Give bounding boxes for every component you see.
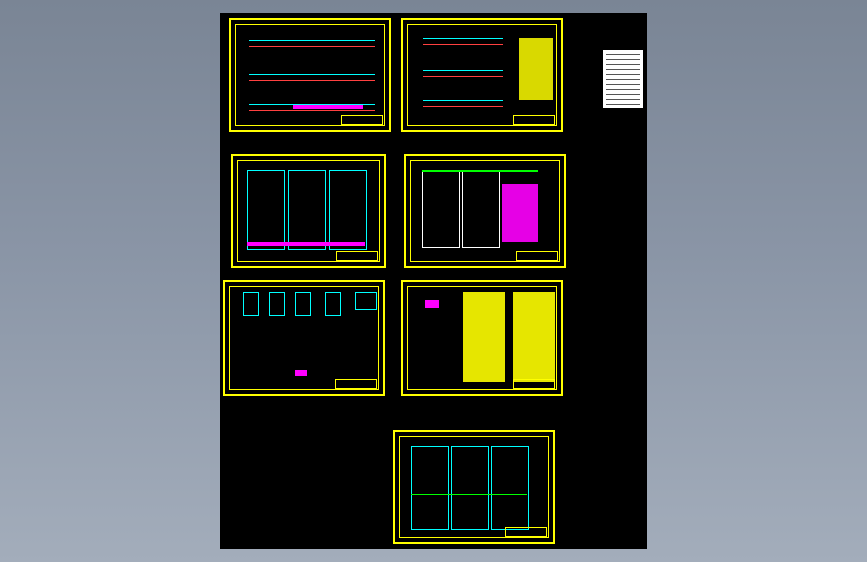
rebar-line — [422, 170, 538, 172]
schedule-table — [519, 38, 553, 100]
title-block — [513, 379, 555, 389]
legend-row — [606, 70, 640, 75]
schedule-table — [513, 292, 555, 382]
legend-row — [606, 60, 640, 65]
sheet-border — [229, 286, 379, 390]
legend-row — [606, 75, 640, 80]
section-detail-highlight — [425, 300, 439, 308]
drawing-sheet-rebar-schedule[interactable] — [401, 280, 563, 396]
drawing-sheet-beam-elevations[interactable] — [229, 18, 391, 132]
highlight-hatch — [247, 242, 365, 246]
drawing-sheet-beam-elevations-with-table[interactable] — [401, 18, 563, 132]
section-detail — [269, 292, 285, 316]
plan-cell — [422, 170, 460, 248]
sheet-border — [235, 24, 385, 126]
beam-elevation — [423, 38, 503, 45]
legend-row — [606, 65, 640, 70]
beam-elevation — [249, 40, 375, 47]
section-detail — [355, 292, 377, 310]
beam-elevation — [423, 100, 503, 107]
drawing-sheet-pool-plan[interactable] — [231, 154, 386, 268]
sheet-border — [399, 436, 549, 538]
table-legend-icon[interactable] — [602, 49, 644, 109]
section-detail — [243, 292, 259, 316]
wall-panel — [451, 446, 489, 530]
sheet-border — [237, 160, 380, 262]
section-detail — [325, 292, 341, 316]
legend-row — [606, 80, 640, 85]
sheet-border — [407, 286, 557, 390]
title-block — [513, 115, 555, 125]
plan-cell — [247, 170, 285, 250]
legend-row — [606, 100, 640, 105]
legend-row — [606, 85, 640, 90]
plan-cell — [462, 170, 500, 248]
drawing-canvas[interactable] — [220, 13, 647, 549]
plan-cell — [329, 170, 367, 250]
title-block — [341, 115, 383, 125]
title-block — [505, 527, 547, 537]
legend-row — [606, 90, 640, 95]
beam-elevation — [249, 104, 375, 111]
drawing-sheet-wall-elevation[interactable] — [393, 430, 555, 544]
drawing-sheet-pool-plan-reinforcement[interactable] — [404, 154, 566, 268]
title-block — [516, 251, 558, 261]
schedule-table — [463, 292, 505, 382]
rebar-line — [411, 494, 527, 495]
highlight-hatch — [293, 105, 363, 109]
legend-row — [606, 95, 640, 100]
sheet-border — [407, 24, 557, 126]
title-block — [336, 251, 378, 261]
wall-panel — [411, 446, 449, 530]
beam-elevation — [423, 70, 503, 77]
drawing-sheet-section-details[interactable] — [223, 280, 385, 396]
sheet-border — [410, 160, 560, 262]
legend-row — [606, 50, 640, 55]
title-block — [335, 379, 377, 389]
legend-row — [606, 55, 640, 60]
plan-cell — [288, 170, 326, 250]
wall-panel — [491, 446, 529, 530]
reinforcement-zone — [502, 184, 538, 242]
beam-elevation — [249, 74, 375, 81]
section-detail — [295, 292, 311, 316]
section-detail-highlight — [295, 370, 307, 376]
